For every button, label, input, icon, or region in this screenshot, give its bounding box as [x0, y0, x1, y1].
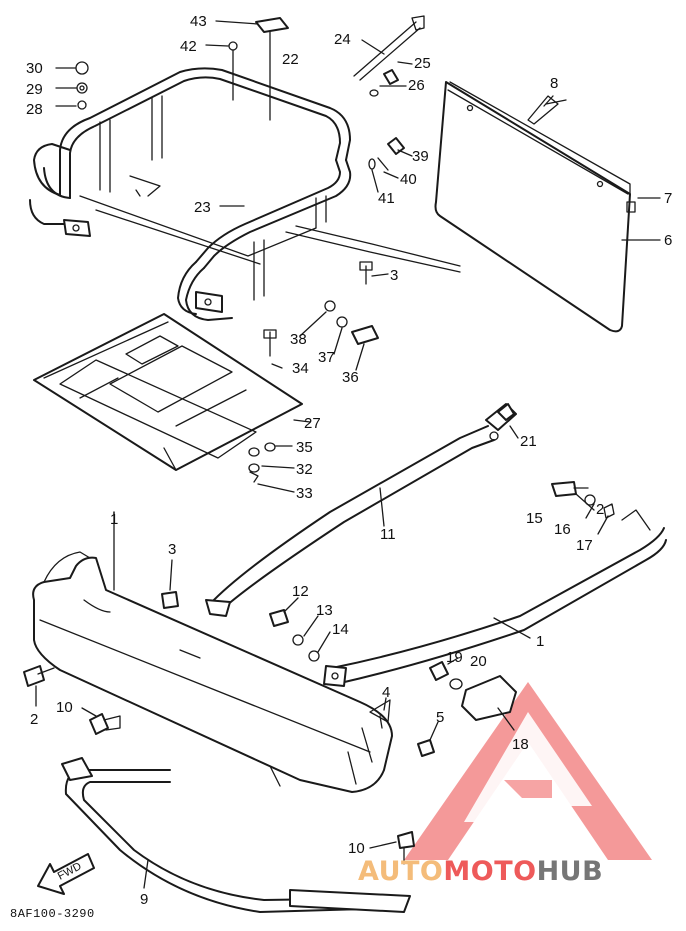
callout-29: 29 — [26, 81, 43, 98]
callout-13: 13 — [316, 602, 333, 619]
nut-33-icon — [249, 471, 259, 483]
callout-38: 38 — [290, 331, 307, 348]
rear-bumper-1 — [32, 551, 393, 793]
nut-28-icon — [77, 100, 87, 110]
callout-10-right: 10 — [348, 840, 365, 857]
callout-2-lower: 2 — [30, 711, 38, 728]
callout-4: 4 — [382, 684, 390, 701]
callout-22: 22 — [282, 51, 299, 68]
callout-40: 40 — [400, 171, 417, 188]
nut-17-icon — [603, 503, 615, 519]
washer-20-icon — [449, 678, 463, 690]
bolt-25-icon — [383, 69, 399, 85]
callout-20: 20 — [470, 653, 487, 670]
callout-42: 42 — [180, 38, 197, 55]
callout-labels: 43 42 22 24 25 26 8 30 29 28 39 40 41 7 … — [26, 13, 672, 908]
bolt-21-icon — [497, 403, 515, 421]
watermark-text: AUTOMOTOHUB — [358, 856, 603, 887]
watermark-logo-icon — [404, 682, 652, 860]
callout-11: 11 — [380, 526, 396, 543]
callout-1-upper: 1 — [110, 511, 118, 528]
bolt-2-icon — [23, 665, 45, 687]
callout-25: 25 — [414, 55, 431, 72]
drawing-code: 8AF100-3290 — [10, 907, 95, 921]
bolt-10-right-icon — [397, 831, 415, 849]
callout-37: 37 — [318, 349, 335, 366]
callout-23: 23 — [194, 199, 211, 216]
bolt-15-icon — [551, 481, 577, 497]
callout-5: 5 — [436, 709, 444, 726]
callout-1-lower: 1 — [536, 633, 544, 650]
watermark-part-hub: HUB — [537, 856, 604, 887]
bolt-39-icon — [387, 137, 405, 155]
callout-16: 16 — [554, 521, 571, 538]
washer-35-icon — [264, 442, 276, 452]
cap-30-icon — [75, 61, 89, 75]
callout-26: 26 — [408, 77, 425, 94]
callout-36: 36 — [342, 369, 359, 386]
callout-10-left: 10 — [56, 699, 73, 716]
washer-37-icon — [336, 316, 348, 328]
strap-24 — [353, 15, 425, 81]
callout-41: 41 — [378, 190, 395, 207]
callout-17: 17 — [576, 537, 593, 554]
washer-13-icon — [292, 634, 304, 646]
callout-15: 15 — [526, 510, 543, 527]
license-plate-6 — [434, 81, 636, 333]
bolt-36-icon — [351, 325, 379, 345]
callout-39: 39 — [412, 148, 429, 165]
washer-26-icon — [369, 89, 379, 97]
callout-3-lower: 3 — [168, 541, 176, 558]
carrier-plate-27 — [33, 313, 303, 471]
washer-32-icon — [248, 463, 260, 473]
callout-43: 43 — [190, 13, 207, 30]
callout-18: 18 — [512, 736, 529, 753]
leader-lines — [35, 20, 661, 889]
bolt-12-icon — [269, 609, 289, 627]
watermark-part-auto: AUTO — [358, 856, 443, 887]
callout-14: 14 — [332, 621, 349, 638]
rear-rack-22 — [29, 67, 461, 321]
callout-24: 24 — [334, 31, 351, 48]
bracket-18 — [461, 675, 517, 721]
nut-14-icon — [308, 650, 320, 662]
callout-19: 19 — [446, 649, 463, 666]
callout-7: 7 — [664, 190, 672, 207]
callout-30: 30 — [26, 60, 43, 77]
clip-8 — [527, 95, 567, 125]
stay-11 — [205, 403, 517, 617]
callout-2-upper: 2 — [596, 501, 604, 518]
bolt-3-upper-icon — [359, 261, 373, 285]
bolt-34-icon — [263, 329, 277, 357]
washer-16-icon — [584, 494, 596, 506]
callout-3-upper: 3 — [390, 267, 398, 284]
nut-5-icon — [417, 739, 435, 757]
callout-27: 27 — [304, 415, 321, 432]
callout-34: 34 — [292, 360, 309, 377]
callout-35: 35 — [296, 439, 313, 456]
bumper-bar-9 — [61, 757, 411, 913]
callout-8: 8 — [550, 75, 558, 92]
callout-12: 12 — [292, 583, 309, 600]
callout-6: 6 — [664, 232, 672, 249]
callout-32: 32 — [296, 461, 313, 478]
fwd-arrow-icon — [37, 853, 95, 895]
callout-9: 9 — [140, 891, 148, 908]
nut-42-icon — [228, 41, 238, 51]
callout-33: 33 — [296, 485, 313, 502]
bolt-10-left-icon — [89, 713, 109, 735]
watermark-part-moto: MOTO — [443, 856, 536, 887]
bracket-4-icon — [369, 699, 391, 729]
stay-1 — [323, 509, 667, 687]
nut-3-lower-icon — [161, 591, 179, 609]
washer-29-icon — [76, 82, 88, 94]
bolt-19-icon — [429, 661, 449, 681]
bracket-43 — [255, 17, 289, 33]
washer-38-icon — [324, 300, 336, 312]
callout-21: 21 — [520, 433, 537, 450]
callout-28: 28 — [26, 101, 43, 118]
